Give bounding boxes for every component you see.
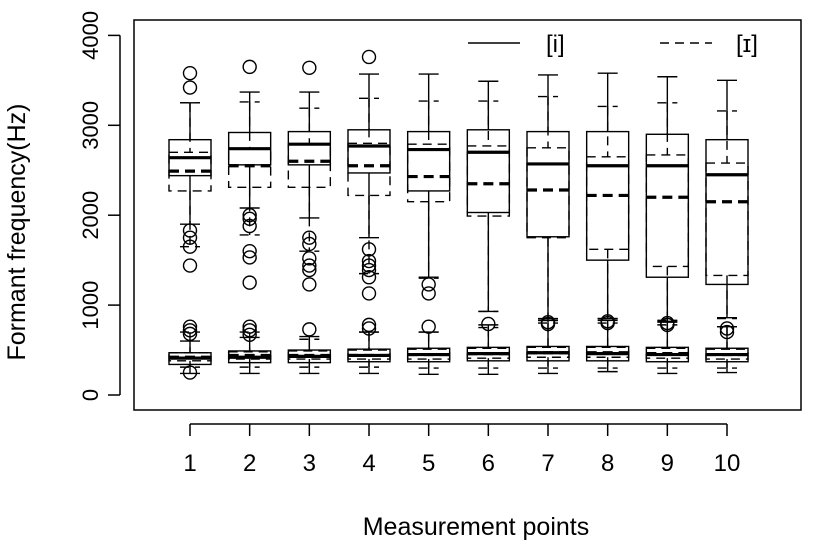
outlier-point [302,60,317,75]
outlier-point [242,243,257,259]
x-tick-label: 2 [243,450,256,477]
box [287,143,332,189]
box [347,142,391,197]
y-tick-label: 3000 [78,101,103,150]
outlier-point [361,253,377,269]
legend-label-i: [i] [546,31,565,58]
x-tick-label: 4 [362,450,375,477]
y-axis-label: Formant frequency(Hz) [3,103,31,360]
outlier-point [182,258,198,273]
x-tick-label: 3 [303,450,316,477]
box [645,133,690,278]
outlier-point [421,319,436,334]
outlier-point [182,80,198,95]
outlier-point [719,324,735,340]
box [466,129,511,214]
box [645,154,690,268]
outlier-point [302,262,317,278]
outlier-point [242,275,257,290]
y-tick-label: 4000 [78,11,103,60]
outlier-point [242,319,257,334]
legend-label-lax-i: [ɪ] [736,31,758,58]
x-tick-label: 8 [601,450,614,477]
x-tick-label: 5 [422,450,435,477]
box [227,147,272,189]
outlier-point [361,286,377,301]
x-tick-label: 1 [183,450,196,477]
outlier-point [302,322,317,337]
x-tick-label: 6 [482,450,495,477]
y-tick-label: 0 [78,389,103,401]
y-tick-label: 2000 [78,191,103,240]
outlier-point [242,327,257,342]
outlier-point [421,286,436,301]
axes: 0 1000 2000 3000 4000 1 2 3 4 5 6 7 8 9 10 [78,11,740,477]
box [406,143,451,203]
outlier-point [361,49,377,65]
plot-marks [168,49,749,380]
outlier-point [242,250,257,265]
outlier-point [182,65,198,81]
outlier-point [302,251,317,266]
outlier-point [302,277,317,292]
x-tick-label: 7 [541,450,554,477]
x-tick-label: 10 [714,450,741,477]
y-tick-label: 1000 [78,281,103,330]
series-3 [168,322,749,369]
box [406,130,451,192]
box [705,162,749,277]
plot-frame [133,19,802,411]
x-tick-label: 9 [661,450,674,477]
box [526,147,570,239]
series-0 [168,49,749,322]
x-axis-label: Measurement points [363,513,590,541]
outlier-point [242,59,257,75]
box [585,156,630,251]
outlier-point [302,258,317,273]
outlier-point [302,230,317,245]
outlier-point [361,317,377,333]
box [466,145,511,217]
legend: [i] [ɪ] [468,31,758,58]
